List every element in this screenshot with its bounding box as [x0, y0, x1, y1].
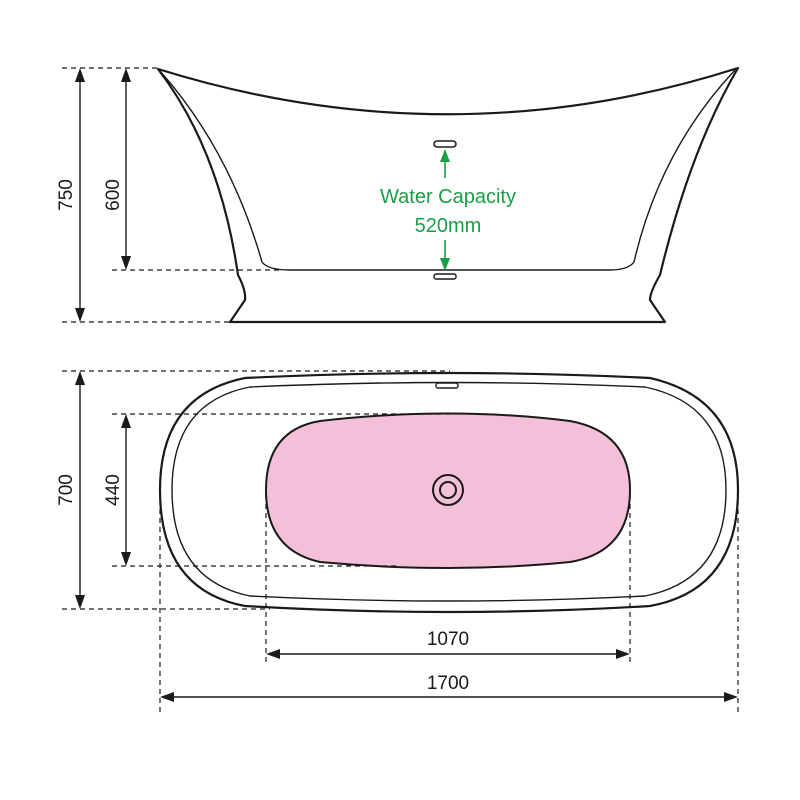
dimension-700: 700 [56, 371, 85, 609]
dimension-1070-label: 1070 [427, 629, 469, 650]
drain-icon-inner [439, 481, 457, 499]
top-view: 700 440 1070 1700 [56, 370, 740, 712]
side-view-tub-outline [156, 66, 740, 324]
top-view-inner-rim [171, 381, 727, 602]
top-overflow-icon [435, 382, 459, 389]
dimension-700-label: 700 [56, 474, 77, 506]
floor-drain-icon [433, 273, 457, 280]
dimension-440: 440 [103, 414, 131, 566]
dimension-440-label: 440 [103, 474, 124, 506]
side-view-inner-wall [159, 69, 736, 271]
side-view: 750 600 Water Capacity 520mm [56, 66, 740, 324]
water-capacity-label-line2: 520mm [415, 215, 482, 237]
dimension-1700: 1700 [160, 673, 738, 702]
overflow-outlet-icon [433, 140, 457, 148]
dimension-600: 600 [103, 68, 131, 270]
dimension-750: 750 [56, 68, 85, 322]
water-capacity-dimension: Water Capacity 520mm [380, 149, 516, 271]
dimension-1700-label: 1700 [427, 673, 469, 694]
dimension-750-label: 750 [56, 179, 77, 211]
water-capacity-label-line1: Water Capacity [380, 186, 516, 208]
dimension-1070: 1070 [266, 629, 630, 659]
dimension-600-label: 600 [103, 179, 124, 211]
